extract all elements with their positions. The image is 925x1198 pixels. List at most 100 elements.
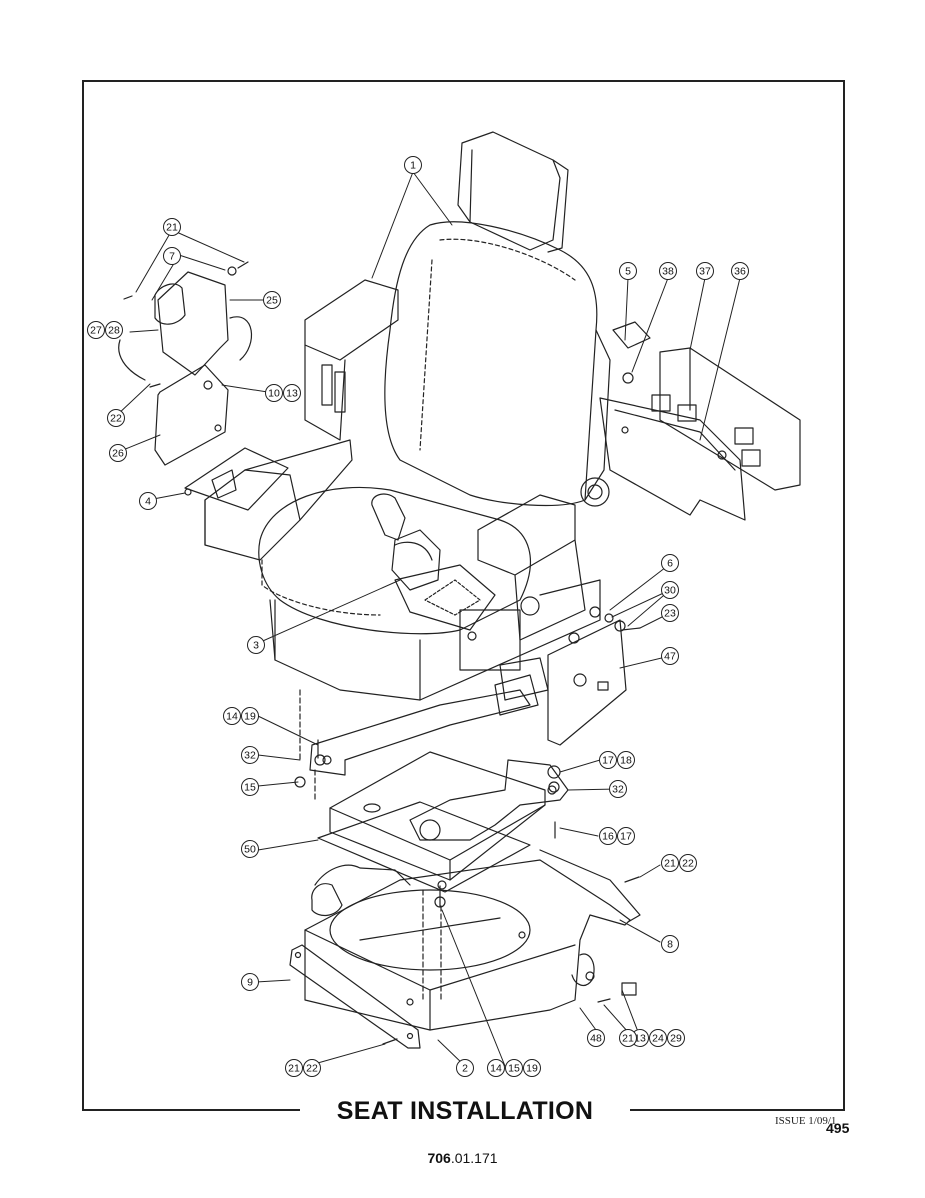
callout-c30: 30 bbox=[661, 581, 679, 599]
callout-label: 21 bbox=[664, 858, 676, 870]
callout-label: 32 bbox=[612, 784, 624, 796]
callout-label: 4 bbox=[145, 496, 151, 508]
callout-label: 23 bbox=[664, 608, 676, 620]
callout-label: 14 bbox=[226, 711, 238, 723]
callout-c37: 37 bbox=[696, 262, 714, 280]
callout-bubble bbox=[609, 780, 627, 798]
callout-bubble bbox=[661, 647, 679, 665]
seat-assembly bbox=[204, 131, 611, 701]
callout-c48: 48 bbox=[587, 1029, 605, 1047]
callout-bubble bbox=[523, 1059, 541, 1077]
callout-label: 6 bbox=[667, 558, 673, 570]
callout-label: 17 bbox=[620, 831, 632, 843]
callout-c26: 26 bbox=[109, 444, 127, 462]
leader-lines bbox=[115, 171, 741, 1069]
callout-bubble bbox=[696, 262, 714, 280]
callout-label: 47 bbox=[664, 651, 676, 663]
callout-c21c: 21 bbox=[619, 1029, 637, 1047]
callout-bubble bbox=[599, 827, 617, 845]
callout-bubble bbox=[661, 935, 679, 953]
callout-c32a: 32 bbox=[241, 746, 259, 764]
fasteners bbox=[123, 261, 640, 1045]
callout-label: 5 bbox=[625, 266, 631, 278]
callout-bubble bbox=[241, 778, 259, 796]
callout-c5: 5 bbox=[619, 262, 637, 280]
callout-bubble bbox=[163, 218, 181, 236]
callout-c32b: 32 bbox=[609, 780, 627, 798]
callout-bubble bbox=[617, 751, 635, 769]
callout-label: 13 bbox=[286, 388, 298, 400]
callout-label: 36 bbox=[734, 266, 746, 278]
callout-bubble bbox=[404, 156, 422, 174]
callout-label: 29 bbox=[670, 1033, 682, 1045]
callout-bubble bbox=[263, 291, 281, 309]
callout-label: 30 bbox=[664, 585, 676, 597]
callout-label: 1 bbox=[410, 160, 416, 172]
callout-c22: 22 bbox=[107, 409, 125, 427]
document-number-bold: 706 bbox=[427, 1150, 451, 1166]
swivel-plate bbox=[317, 751, 546, 893]
callout-bubble bbox=[241, 840, 259, 858]
callout-bubble bbox=[265, 384, 283, 402]
callout-c14b: 14 15 19 bbox=[487, 1059, 541, 1077]
callout-c3: 3 bbox=[247, 636, 265, 654]
callout-c9: 9 bbox=[241, 973, 259, 991]
callout-c7: 7 bbox=[163, 247, 181, 265]
callout-c10: 10 13 bbox=[265, 384, 301, 402]
callout-bubble bbox=[487, 1059, 505, 1077]
callout-label: 16 bbox=[602, 831, 614, 843]
callout-bubble bbox=[619, 262, 637, 280]
slide-rails bbox=[299, 689, 569, 841]
callout-label: 22 bbox=[682, 858, 694, 870]
callout-c8: 8 bbox=[661, 935, 679, 953]
callout-bubble bbox=[456, 1059, 474, 1077]
callout-label: 9 bbox=[247, 977, 253, 989]
callout-bubble bbox=[87, 321, 105, 339]
document-number-rest: .01.171 bbox=[450, 1150, 498, 1166]
page-number: 495 bbox=[826, 1120, 850, 1136]
callout-bubble bbox=[661, 854, 679, 872]
page-title: SEAT INSTALLATION bbox=[336, 1097, 594, 1125]
callout-label: 21 bbox=[622, 1033, 634, 1045]
callout-c15: 15 bbox=[241, 778, 259, 796]
callout-c6: 6 bbox=[661, 554, 679, 572]
document-number: 706.01.171 bbox=[0, 1150, 925, 1166]
callout-bubble bbox=[599, 751, 617, 769]
callout-c2: 2 bbox=[456, 1059, 474, 1077]
callout-label: 10 bbox=[268, 388, 280, 400]
callout-label: 13 bbox=[634, 1033, 646, 1045]
callout-bubble bbox=[105, 321, 123, 339]
callout-label: 22 bbox=[110, 413, 122, 425]
callout-label: 15 bbox=[508, 1063, 520, 1075]
callout-label: 19 bbox=[526, 1063, 538, 1075]
left-side-panels bbox=[118, 271, 289, 511]
callout-bubble bbox=[649, 1029, 667, 1047]
callout-bubble bbox=[223, 707, 241, 725]
callout-label: 26 bbox=[112, 448, 124, 460]
callout-label: 38 bbox=[662, 266, 674, 278]
callout-bubble bbox=[285, 1059, 303, 1077]
callout-c23: 23 bbox=[661, 604, 679, 622]
callout-bubble bbox=[163, 247, 181, 265]
callout-label: 14 bbox=[490, 1063, 502, 1075]
callout-label: 18 bbox=[620, 755, 632, 767]
callout-bubble bbox=[659, 262, 677, 280]
callout-bubble bbox=[731, 262, 749, 280]
callout-c21b: 21 22 bbox=[661, 854, 697, 872]
callout-label: 27 bbox=[90, 325, 102, 337]
callout-bubble bbox=[661, 554, 679, 572]
title-band: SEAT INSTALLATION bbox=[300, 1094, 630, 1128]
callout-label: 17 bbox=[602, 755, 614, 767]
callout-bubble bbox=[241, 746, 259, 764]
callout-label: 2 bbox=[462, 1063, 468, 1075]
callout-bubble bbox=[283, 384, 301, 402]
joystick-control bbox=[371, 493, 496, 641]
callout-label: 7 bbox=[169, 251, 175, 263]
callout-c50: 50 bbox=[241, 840, 259, 858]
callout-label: 32 bbox=[244, 750, 256, 762]
callout-bubble bbox=[107, 409, 125, 427]
